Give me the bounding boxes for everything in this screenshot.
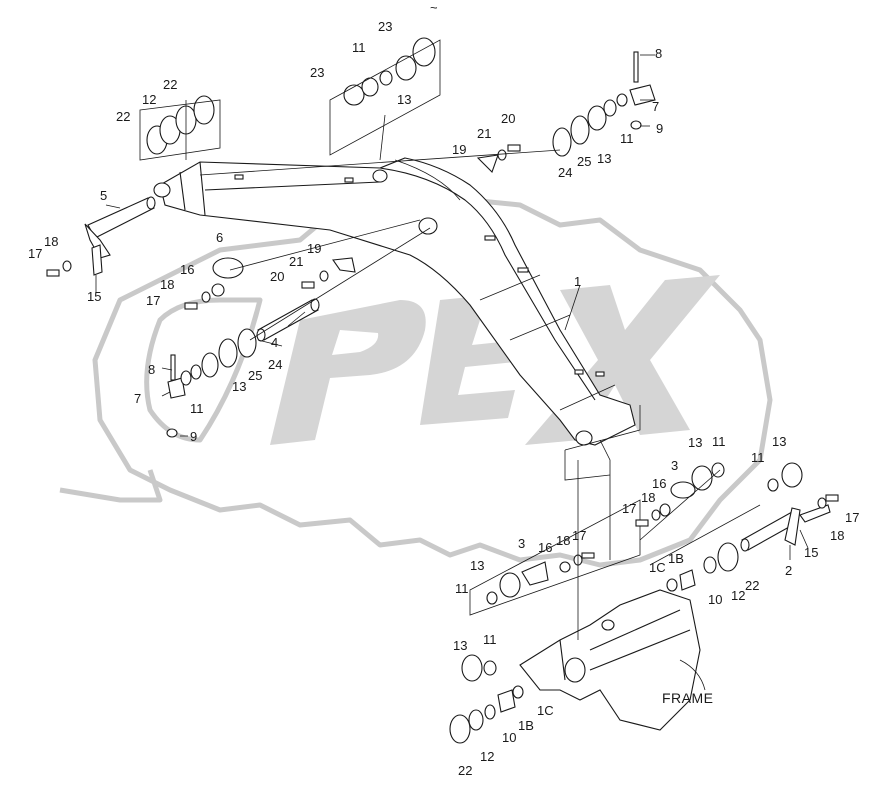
- callout-22-lower: 22: [458, 763, 472, 778]
- callout-16-lower: 16: [538, 540, 552, 555]
- callout-13-right-a: 13: [688, 435, 702, 450]
- callout-11-lower-middle: 11: [455, 581, 469, 596]
- header-mark: ~: [430, 0, 438, 15]
- callout-12-lower: 12: [480, 749, 494, 764]
- callout-20-middle: 20: [270, 269, 284, 284]
- callout-23-top: 23: [378, 19, 392, 34]
- callout-10-lower: 10: [502, 730, 516, 745]
- callout-13-right-b: 13: [772, 434, 786, 449]
- bolt-group-right: [635, 494, 839, 527]
- callout-13-middle-left: 13: [232, 379, 246, 394]
- callout-21-middle: 21: [289, 254, 303, 269]
- callout-15-right: 15: [804, 545, 818, 560]
- callout-18-left: 18: [44, 234, 58, 249]
- callout-7-upper: 7: [652, 99, 659, 114]
- callout-11-top: 11: [352, 40, 366, 55]
- pin-2: [740, 507, 801, 552]
- callout-24-upper: 24: [558, 165, 572, 180]
- callout-17-lower: 17: [572, 528, 586, 543]
- callout-11-upper-right: 11: [620, 131, 634, 146]
- callout-1: 1: [574, 274, 581, 289]
- callout-11-middle-left: 11: [190, 401, 204, 416]
- callout-6: 6: [216, 230, 223, 245]
- callout-13-upper-right: 13: [597, 151, 611, 166]
- plate-3-upper: [670, 481, 696, 499]
- callout-8-lower: 8: [148, 362, 155, 377]
- callout-19-middle: 19: [307, 241, 321, 256]
- callout-8-upper: 8: [655, 46, 662, 61]
- callout-1B-lower: 1B: [518, 718, 534, 733]
- washer-stack-right: [691, 462, 803, 492]
- bushing-stack-lower-left: [449, 654, 524, 744]
- callouts: 1 2 3 3 4 5 6 7 7 8 8 9 9 10 10 11 11 11…: [28, 19, 859, 778]
- callout-7-lower: 7: [134, 391, 141, 406]
- callout-11-lower-left: 11: [483, 632, 497, 647]
- callout-22-upper-left-a: 22: [163, 77, 177, 92]
- callout-24-middle: 24: [268, 357, 282, 372]
- callout-25-middle: 25: [248, 368, 262, 383]
- callout-11-right-b: 11: [751, 450, 765, 465]
- callout-25-upper: 25: [577, 154, 591, 169]
- callout-9-upper: 9: [656, 121, 663, 136]
- plate-3-lower: [521, 561, 549, 586]
- washer-stack-middle-left: [166, 328, 257, 438]
- callout-18-lower: 18: [556, 533, 570, 548]
- callout-23-left: 23: [310, 65, 324, 80]
- frame-label: FRAME: [662, 690, 714, 706]
- callout-4: 4: [271, 335, 278, 350]
- callout-9-lower: 9: [190, 429, 197, 444]
- callout-18-middle: 18: [160, 277, 174, 292]
- washer-stack-upper-right: [552, 51, 656, 157]
- callout-1C-lower: 1C: [537, 703, 554, 718]
- callout-19-upper: 19: [452, 142, 466, 157]
- callout-22-upper-left-b: 22: [116, 109, 130, 124]
- bolt-group-left: [46, 144, 521, 310]
- pin-5: [84, 196, 156, 259]
- callout-5: 5: [100, 188, 107, 203]
- callout-18-far-right: 18: [830, 528, 844, 543]
- callout-13-top: 13: [397, 92, 411, 107]
- callout-17-left: 17: [28, 246, 42, 261]
- callout-17-right: 17: [622, 501, 636, 516]
- callout-11-right-a: 11: [712, 434, 726, 449]
- callout-22-right: 22: [745, 578, 759, 593]
- callout-18-right: 18: [641, 490, 655, 505]
- callout-10-right: 10: [708, 592, 722, 607]
- callout-12-upper-left: 12: [142, 92, 156, 107]
- callout-3-upper: 3: [671, 458, 678, 473]
- callout-13-lower-middle: 13: [470, 558, 484, 573]
- callout-16-left: 16: [180, 262, 194, 277]
- washer-stack-top-center: [329, 37, 441, 156]
- callout-15-left: 15: [87, 289, 101, 304]
- pin-4: [256, 298, 320, 342]
- washer-stack-lower-middle: [469, 499, 641, 616]
- callout-2: 2: [785, 563, 792, 578]
- leader-lines: [95, 54, 809, 640]
- boom-body: [153, 157, 636, 446]
- callout-13-lower-left: 13: [453, 638, 467, 653]
- callout-3-lower: 3: [518, 536, 525, 551]
- callout-1B-right: 1B: [668, 551, 684, 566]
- callout-17-middle: 17: [146, 293, 160, 308]
- plate-6: [212, 257, 244, 279]
- bushing-stack-right: [649, 504, 761, 592]
- callout-1C-right: 1C: [649, 560, 666, 575]
- callout-12-right: 12: [731, 588, 745, 603]
- callout-21-upper: 21: [477, 126, 491, 141]
- callout-20-upper: 20: [501, 111, 515, 126]
- callout-16-right: 16: [652, 476, 666, 491]
- callout-17-far-right: 17: [845, 510, 859, 525]
- frame: FRAME: [519, 589, 714, 731]
